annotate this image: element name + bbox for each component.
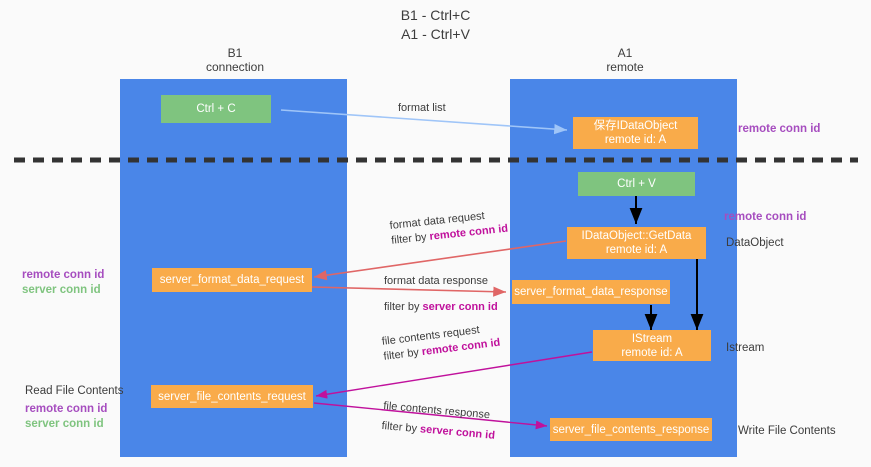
filter-prefix: filter by [382,346,423,363]
edge-label-file-contents-request: file contents request filter by remote c… [381,321,501,365]
page-title: B1 - Ctrl+C A1 - Ctrl+V [0,6,871,44]
right-label-write-file-contents: Write File Contents [738,424,836,439]
filter-prefix: filter by [381,419,421,436]
filter-prefix: filter by [384,301,423,313]
left-label-bottom-remote-text: remote conn id [25,403,108,415]
column-header-b1-name: B1 [227,46,243,60]
box-idataobject-store-line2: remote id: A [604,134,667,146]
box-server-format-data-request-label: server_format_data_request [159,274,305,286]
left-label-bottom-server-text: server conn id [25,418,104,430]
left-label-conn-ids-bottom: remote conn id server conn id [25,402,107,432]
filter-key-server-conn-id: server conn id [422,301,498,313]
right-label-istream: Istream [726,341,764,356]
right-label-dataobject: DataObject [726,236,784,251]
right-label-remote-conn-id-mid-text: remote conn id [724,211,807,223]
filter-key-server-conn-id: server conn id [419,423,496,442]
right-label-dataobject-text: DataObject [726,237,784,249]
title-line-1: B1 - Ctrl+C [400,7,471,23]
title-line-2: A1 - Ctrl+V [401,26,470,42]
box-server-file-contents-request[interactable]: server_file_contents_request [151,385,313,408]
box-idataobject-store[interactable]: 保存IDataObject remote id: A [573,117,698,149]
box-istream-line1: IStream [631,332,673,345]
edge-label-format-data-response: format data response filter by server co… [384,274,498,315]
box-server-file-contents-response[interactable]: server_file_contents_response [550,418,712,441]
box-server-file-contents-request-label: server_file_contents_request [158,390,306,403]
right-label-remote-conn-id-mid: remote conn id [724,210,806,225]
box-server-format-data-request[interactable]: server_format_data_request [152,268,312,292]
box-idataobject-getdata-line2: remote id: A [605,244,668,256]
column-header-b1-sub: connection [205,60,265,74]
edge-label-format-data-response-text: format data response [384,275,488,287]
box-server-format-data-response[interactable]: server_format_data_response [512,280,670,304]
edge-label-file-contents-response: file contents response filter by server … [381,399,497,444]
box-ctrl-v[interactable]: Ctrl + V [578,172,695,196]
box-idataobject-getdata-line1: IDataObject::GetData [581,230,692,242]
box-idataobject-store-line1: 保存IDataObject [593,120,678,132]
box-ctrl-v-label: Ctrl + V [617,178,656,190]
column-header-a1: A1 remote [510,46,740,74]
box-idataobject-getdata[interactable]: IDataObject::GetData remote id: A [567,227,706,259]
left-label-conn-ids-mid: remote conn id server conn id [22,268,104,298]
box-ctrl-c-label: Ctrl + C [196,103,236,115]
box-ctrl-c[interactable]: Ctrl + C [161,95,271,123]
edge-label-format-list: format list [398,101,446,116]
filter-prefix: filter by [390,230,431,247]
box-istream[interactable]: IStream remote id: A [593,330,711,361]
box-istream-line2: remote id: A [621,346,683,359]
edge-label-format-data-request: format data request filter by remote con… [389,207,509,249]
box-server-file-contents-response-label: server_file_contents_response [552,423,710,436]
edge-label-file-contents-response-filter: filter by server conn id [381,419,496,444]
left-label-read-file-contents-text: Read File Contents [25,385,124,397]
right-label-write-file-contents-text: Write File Contents [738,425,836,437]
left-label-mid-remote-text: remote conn id [22,269,105,281]
box-server-format-data-response-label: server_format_data_response [514,286,668,298]
right-label-istream-text: Istream [726,342,765,354]
right-label-remote-conn-id-top: remote conn id [738,122,820,137]
right-label-remote-conn-id-top-text: remote conn id [738,123,821,135]
column-header-a1-name: A1 [617,46,633,60]
column-header-a1-sub: remote [606,60,644,74]
left-label-read-file-contents: Read File Contents [25,384,123,399]
left-label-mid-server-text: server conn id [22,284,101,296]
edge-label-format-list-text: format list [398,102,446,114]
column-header-b1: B1 connection [120,46,350,74]
edge-label-format-data-response-filter: filter by server conn id [384,300,498,315]
